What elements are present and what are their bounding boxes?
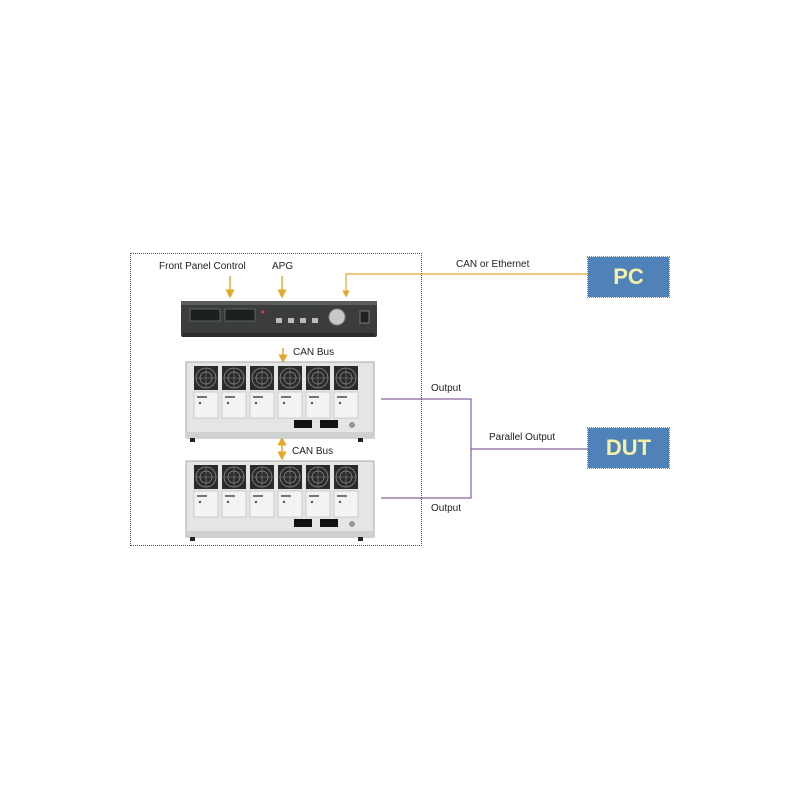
load-mainframe-icon bbox=[185, 361, 375, 442]
fan-grille-icon bbox=[194, 465, 218, 489]
load-module-slot bbox=[305, 490, 331, 518]
load-module-slot bbox=[333, 391, 359, 419]
output-bottom-label: Output bbox=[431, 503, 462, 514]
pc-box: PC bbox=[587, 256, 670, 298]
display-panel-icon bbox=[294, 519, 355, 527]
load-module-slot bbox=[277, 490, 303, 518]
fan-grille-icon bbox=[306, 366, 330, 390]
front-panel-label: Front Panel Control bbox=[159, 261, 246, 272]
pc-link-line bbox=[342, 273, 588, 298]
load-module-slot bbox=[249, 391, 275, 419]
load-mainframe-icon bbox=[185, 460, 375, 541]
display-panel-icon bbox=[294, 420, 355, 428]
fan-grille-icon bbox=[194, 366, 218, 390]
output-line-top bbox=[381, 398, 472, 499]
load-module-slot bbox=[333, 490, 359, 518]
apg-label: APG bbox=[272, 261, 294, 272]
load-module-slot bbox=[221, 490, 247, 518]
controller-unit-icon bbox=[181, 301, 377, 337]
load-module-slot bbox=[221, 391, 247, 419]
load-module-slot bbox=[305, 391, 331, 419]
can-bus-2-label: CAN Bus bbox=[292, 446, 334, 457]
output-top-label: Output bbox=[431, 383, 462, 394]
parallel-output-label: Parallel Output bbox=[489, 432, 556, 443]
fan-grille-icon bbox=[222, 366, 246, 390]
fan-grille-icon bbox=[222, 465, 246, 489]
fan-grille-icon bbox=[334, 465, 358, 489]
fan-grille-icon bbox=[278, 366, 302, 390]
load-module-slot bbox=[277, 391, 303, 419]
dut-box: DUT bbox=[587, 427, 670, 469]
fan-grille-icon bbox=[278, 465, 302, 489]
fan-grille-icon bbox=[334, 366, 358, 390]
load-module-slot bbox=[193, 391, 219, 419]
fan-grille-icon bbox=[306, 465, 330, 489]
fan-grille-icon bbox=[250, 366, 274, 390]
load-module-slot bbox=[249, 490, 275, 518]
fan-grille-icon bbox=[250, 465, 274, 489]
can-or-ethernet-label: CAN or Ethernet bbox=[456, 259, 530, 270]
load-module-slot bbox=[193, 490, 219, 518]
can-bus-1-label: CAN Bus bbox=[293, 347, 335, 358]
